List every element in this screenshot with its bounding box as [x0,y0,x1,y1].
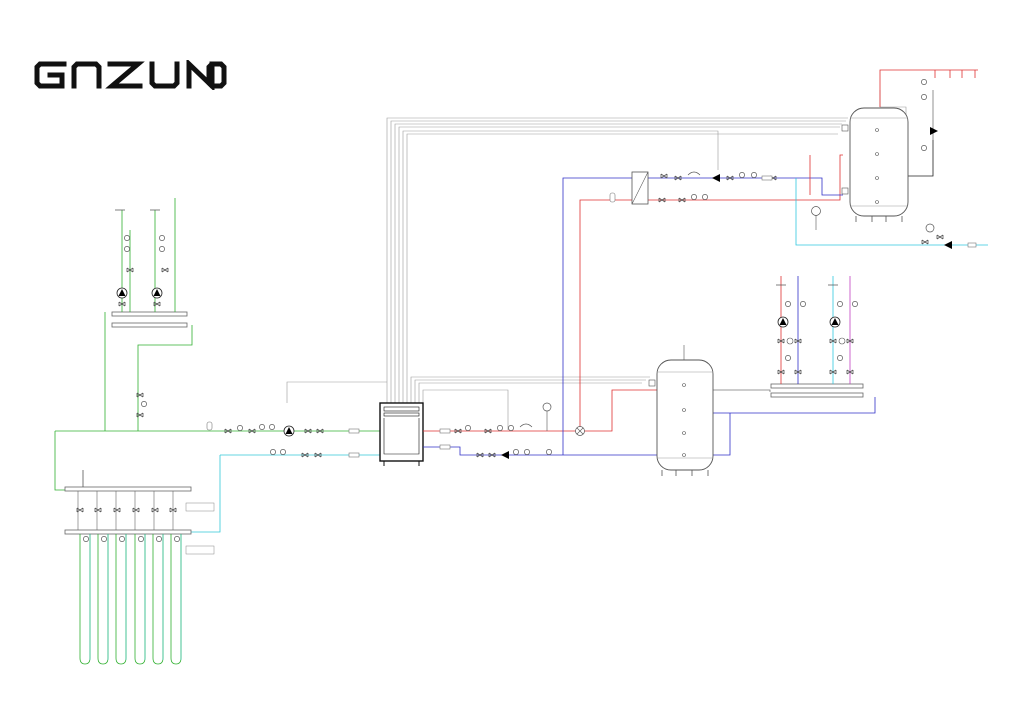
heating-fittings [439,79,977,459]
borehole-loops [79,534,182,665]
heat-pump-unit [379,402,424,466]
ground-loop-fittings [76,235,360,542]
ground-loop-circuit [54,198,380,665]
manifold-fittings [777,301,858,375]
heating-manifold [770,276,864,398]
dhw-storage-tank [841,107,909,222]
buffer-tank [648,345,714,476]
brand-logo [34,60,227,90]
control-wiring [286,90,907,430]
